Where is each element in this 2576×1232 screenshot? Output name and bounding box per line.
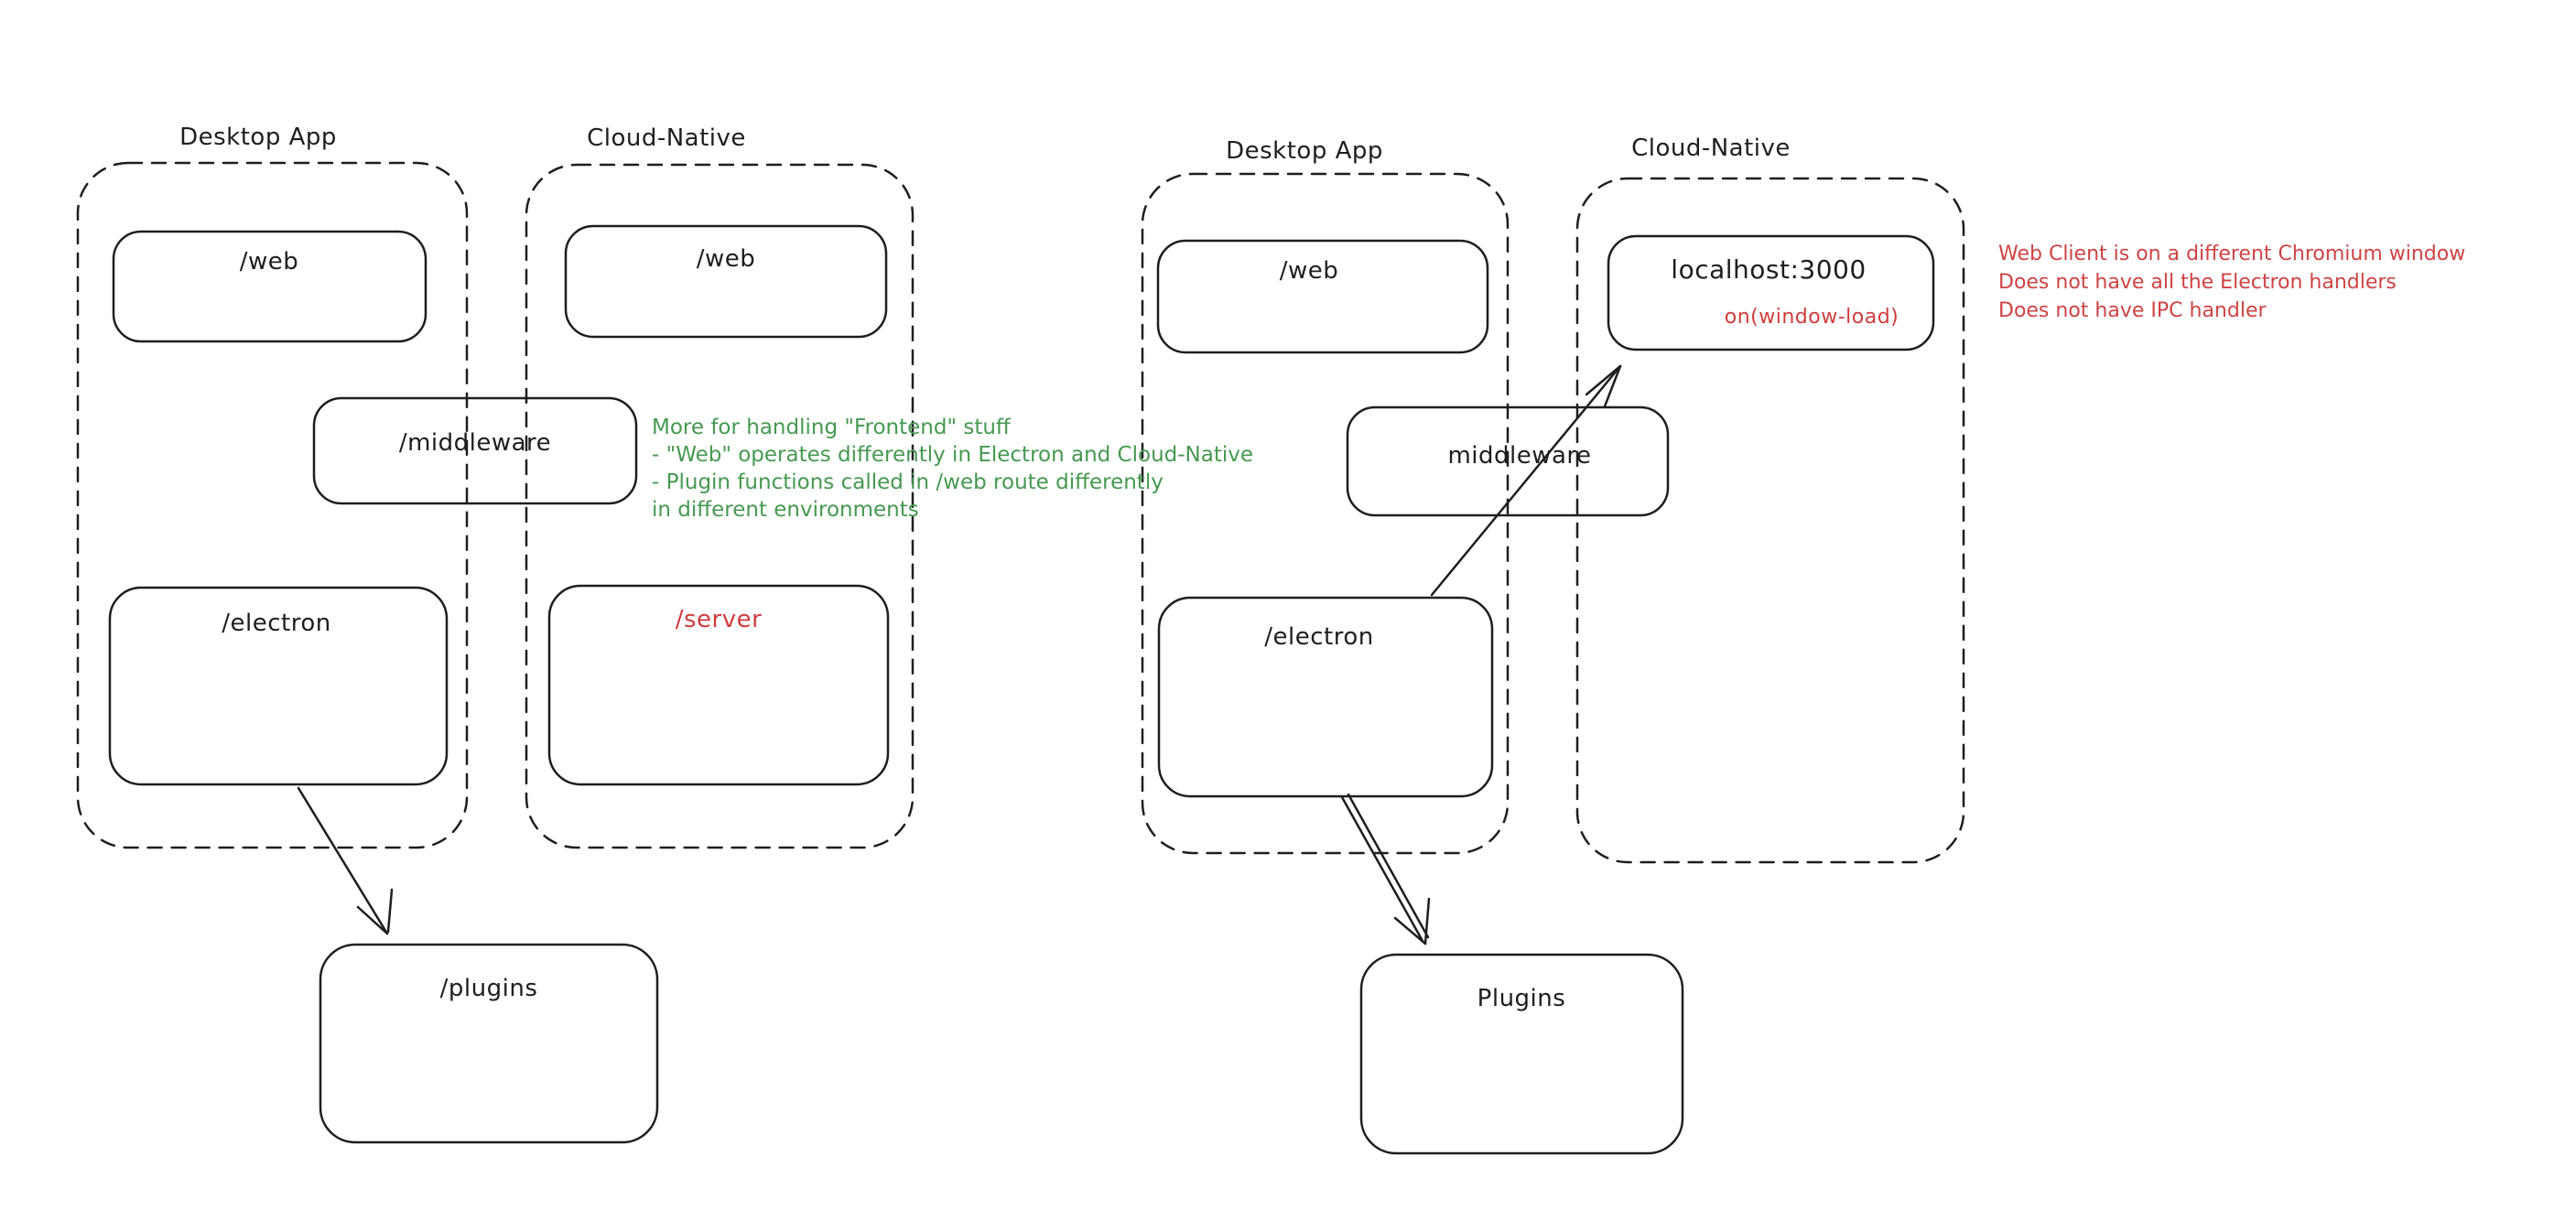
left-note-line: in different environments: [652, 498, 919, 522]
left-server-box: [547, 584, 890, 786]
left-web-desktop-label: /web: [239, 248, 299, 276]
left-desktop-container: [76, 161, 469, 849]
right-electron-to-localhost-arrow: [1430, 364, 1622, 597]
right-cloud-container: [1575, 177, 1965, 864]
right-note-line: Does not have all the Electron handlers: [1998, 271, 2397, 294]
right-electron-to-plugins-arrow: [1340, 793, 1431, 946]
right-note-line: Web Client is on a different Chromium wi…: [1998, 243, 2466, 265]
left-desktop-label: Desktop App: [179, 124, 337, 151]
left-plugins-box: [319, 943, 659, 1144]
right-web-label: /web: [1279, 257, 1339, 285]
right-note-line: Does not have IPC handler: [1998, 299, 2267, 322]
left-electron-box: [108, 586, 449, 786]
right-plugins-label: Plugins: [1477, 985, 1566, 1012]
right-localhost-box: [1607, 234, 1935, 351]
left-web-cloud-box: [564, 224, 888, 339]
left-note-line: - "Web" operates differently in Electron…: [652, 443, 1254, 467]
right-window-load-label: on(window-load): [1724, 306, 1900, 329]
left-plugins-label: /plugins: [439, 975, 538, 1002]
left-note: More for handling "Frontend" stuff - "We…: [652, 414, 1253, 524]
right-electron-box: [1157, 596, 1494, 798]
left-cloud-container: [525, 163, 915, 849]
left-electron-label: /electron: [222, 610, 331, 637]
right-electron-label: /electron: [1264, 623, 1374, 651]
left-middleware-box: [312, 396, 638, 505]
right-middleware-box: [1346, 405, 1670, 517]
left-note-line: - Plugin functions called in /web route …: [652, 470, 1164, 494]
right-plugins-box: [1359, 953, 1684, 1155]
left-server-label: /server: [675, 606, 763, 633]
right-note: Web Client is on a different Chromium wi…: [1998, 240, 2465, 325]
right-web-box: [1156, 239, 1489, 354]
right-cloud-label: Cloud-Native: [1631, 135, 1791, 162]
left-note-line: More for handling "Frontend" stuff: [652, 416, 1011, 439]
right-desktop-container: [1141, 172, 1510, 855]
left-web-cloud-label: /web: [696, 245, 756, 273]
left-cloud-label: Cloud-Native: [587, 124, 746, 152]
right-localhost-label: localhost:3000: [1671, 254, 1867, 285]
left-electron-to-plugins-arrow: [297, 786, 394, 935]
right-desktop-label: Desktop App: [1226, 137, 1383, 165]
left-web-desktop-box: [112, 230, 428, 343]
left-middleware-label: /middleware: [398, 429, 552, 457]
right-middleware-label: middleware: [1447, 442, 1592, 470]
